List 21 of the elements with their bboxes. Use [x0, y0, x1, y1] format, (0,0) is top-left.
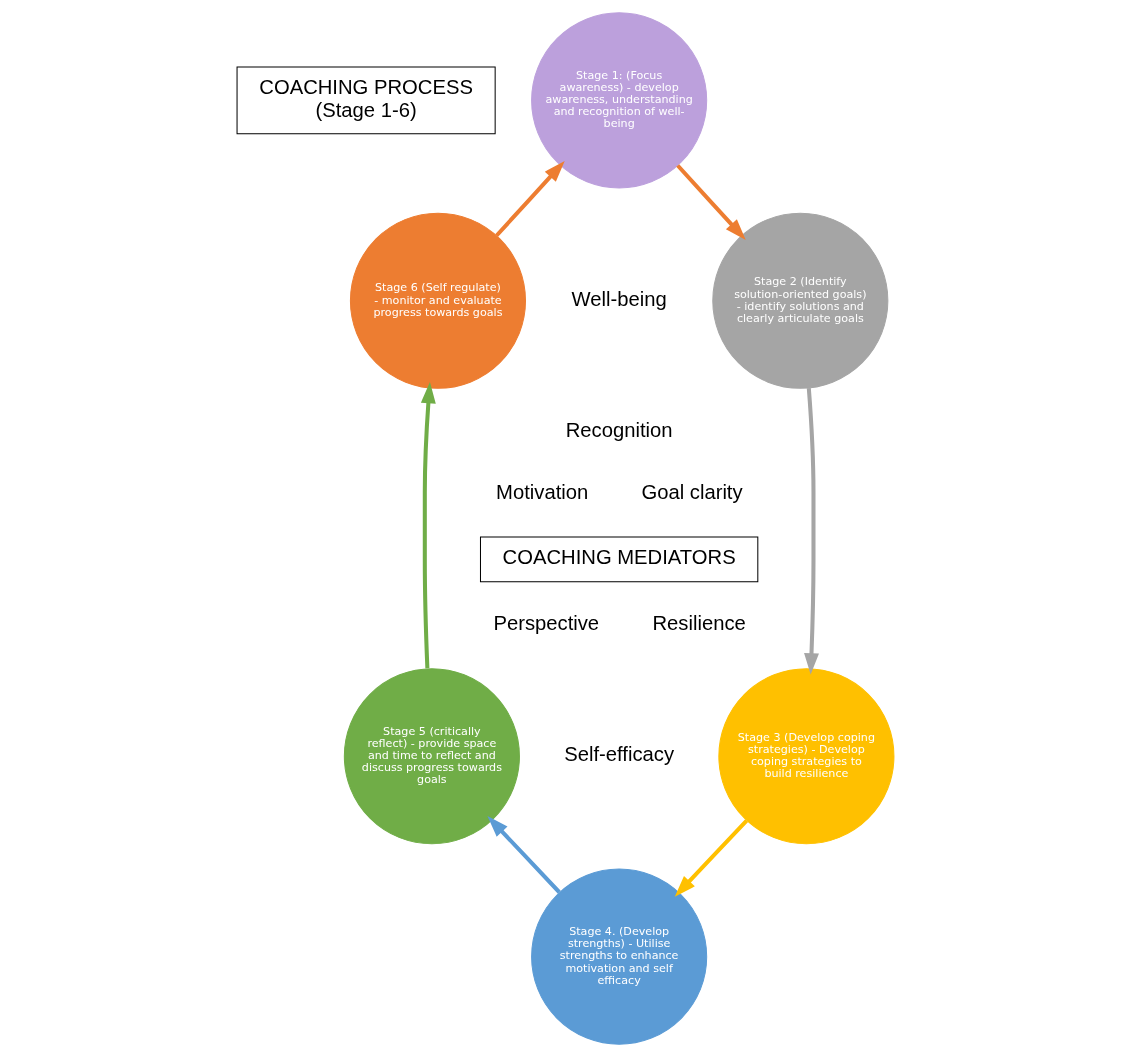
- label: Well-being: [571, 287, 667, 310]
- node-circle: Stage 3 (Develop coping strategies) - Develop coping strategies to build resilience: [717, 668, 894, 845]
- arrow: [675, 164, 746, 241]
- label: Motivation: [495, 480, 588, 503]
- label: Resilience: [651, 612, 746, 635]
- label: Perspective: [492, 612, 599, 635]
- node-circle: Stage 6 (Self regulate) - monitor and evaluate progress towards goals: [349, 212, 526, 389]
- node-circle: Stage 1: (Focus awareness) - develop awareness, understanding and recognition of well-being: [530, 12, 707, 189]
- node-circle: Stage 2 (Identify solution-oriented goals) - identify solutions and clearly articulate goals: [711, 212, 888, 389]
- node-circle: Stage 5 (critically reflect) - provide space and time to reflect and discuss progress towards goals: [343, 668, 520, 845]
- arrow: [486, 816, 561, 894]
- arrow: [803, 387, 819, 675]
- node-box: COACHING PROCESS (Stage 1-6): [236, 66, 496, 135]
- arrow: [420, 382, 436, 669]
- arrow: [674, 819, 748, 897]
- label: Goal clarity: [640, 480, 743, 503]
- label: Self-efficacy: [563, 743, 674, 766]
- label: Recognition: [565, 418, 673, 441]
- node-circle: Stage 4. (Develop strengths) - Utilise strengths to enhance motivation and self efficacy: [530, 868, 707, 1045]
- node-box: COACHING MEDIATORS: [479, 536, 758, 583]
- arrow: [494, 160, 565, 237]
